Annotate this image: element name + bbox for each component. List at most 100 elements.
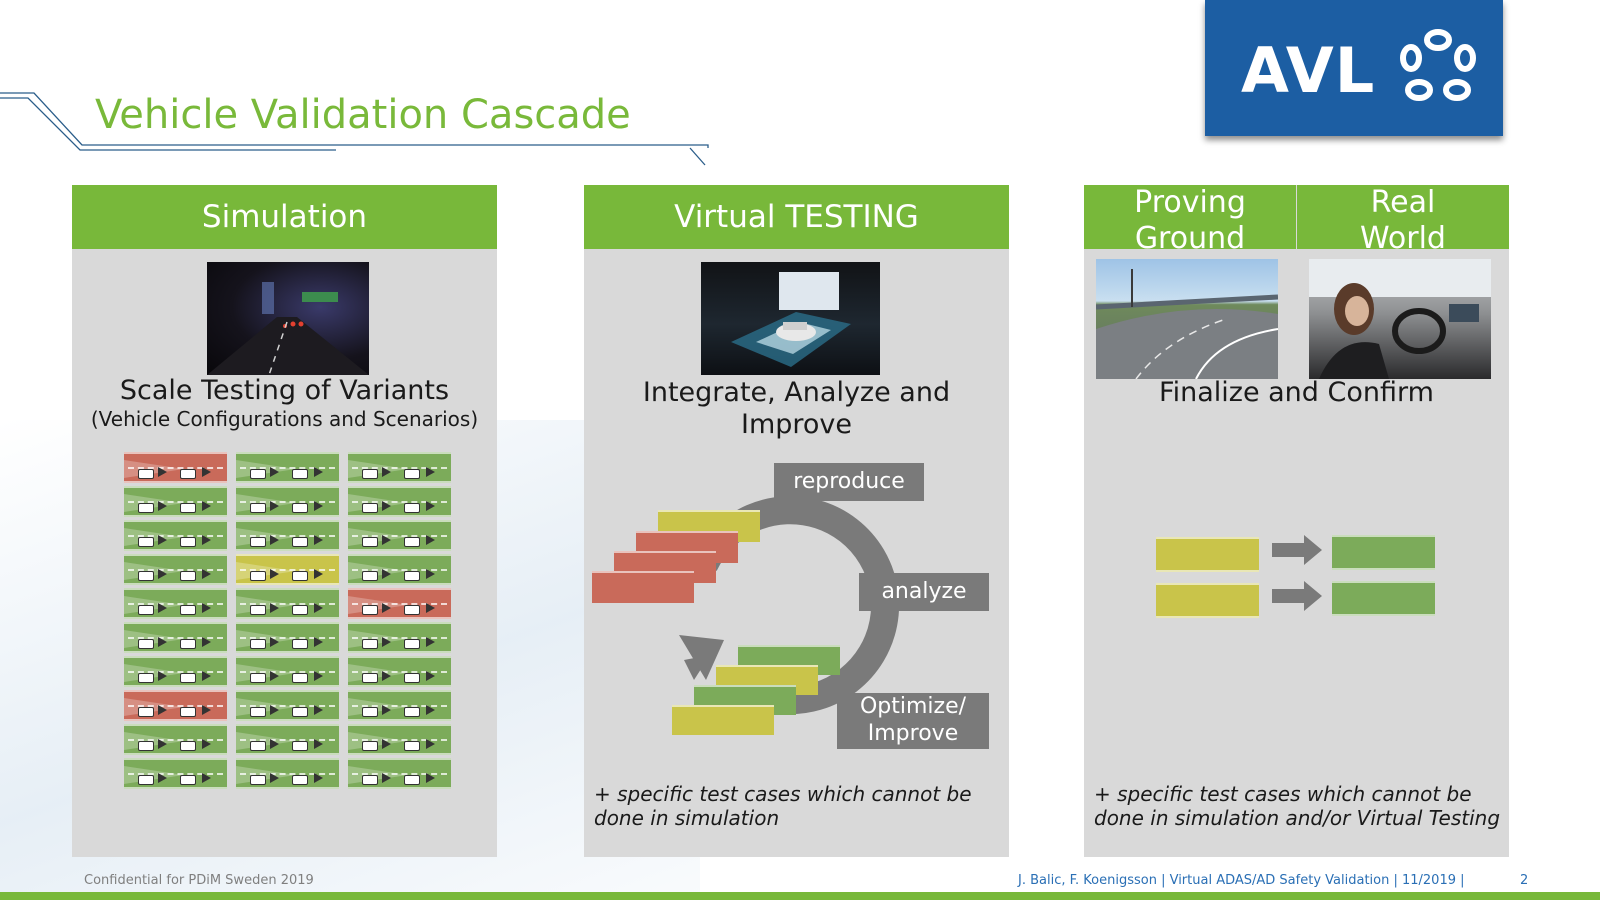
car-icon (180, 503, 196, 513)
scenario-tile-green (236, 622, 339, 653)
scenario-tile-green (348, 690, 451, 721)
tile-wedge (124, 460, 184, 478)
arrow-icon (270, 739, 279, 749)
cycle-label-reproduce: reproduce (774, 463, 924, 501)
car-icon (362, 707, 378, 717)
car-icon (250, 775, 266, 785)
car-icon (250, 469, 266, 479)
scenario-tile-green (124, 656, 227, 687)
arrow-icon (158, 637, 167, 647)
arrow-icon (382, 569, 391, 579)
tile-wedge (348, 766, 408, 784)
tile-wedge (124, 664, 184, 682)
arrow-icon (426, 637, 435, 647)
cycle-label-analyze: analyze (859, 573, 989, 611)
car-icon (180, 537, 196, 547)
car-icon (138, 571, 154, 581)
car-icon (180, 775, 196, 785)
car-icon (362, 673, 378, 683)
car-icon (292, 537, 308, 547)
arrow-icon (314, 773, 323, 783)
car-icon (138, 503, 154, 513)
car-icon (138, 605, 154, 615)
scenario-tile-red (124, 452, 227, 483)
tile-wedge (348, 698, 408, 716)
car-icon (138, 469, 154, 479)
tile-wedge (124, 596, 184, 614)
tile-wedge (348, 528, 408, 546)
car-icon (180, 707, 196, 717)
tile-lane (352, 739, 447, 741)
car-icon (292, 605, 308, 615)
car-icon (180, 639, 196, 649)
scenario-tile-green (348, 724, 451, 755)
tile-lane (352, 535, 447, 537)
scenario-tile-green (124, 554, 227, 585)
scenario-tile-green (348, 622, 451, 653)
arrow-icon (270, 671, 279, 681)
scenario-tile-yellow (672, 705, 774, 735)
car-icon (250, 503, 266, 513)
footer-bar (0, 892, 1600, 900)
arrow-icon (426, 705, 435, 715)
car-icon (292, 469, 308, 479)
tile-wedge (348, 494, 408, 512)
tile-wedge (236, 664, 296, 682)
tile-lane (352, 705, 447, 707)
tile-lane (128, 535, 223, 537)
car-icon (250, 537, 266, 547)
virtual-note-line1: + specific test cases which cannot be (594, 782, 972, 806)
tile-lane (128, 637, 223, 639)
virtual-heading-line2: Improve (740, 409, 853, 440)
tile-wedge (236, 528, 296, 546)
tile-wedge (236, 460, 296, 478)
arrow-icon (158, 535, 167, 545)
scenario-tile-green (236, 520, 339, 551)
arrow-icon (382, 603, 391, 613)
arrow-icon (382, 637, 391, 647)
arrow-icon (426, 773, 435, 783)
tile-wedge (236, 630, 296, 648)
car-icon (404, 741, 420, 751)
scenario-tile-green (124, 588, 227, 619)
arrow-icon (314, 467, 323, 477)
tile-wedge (236, 732, 296, 750)
scenario-variant-grid (124, 452, 451, 789)
arrow-icon (202, 705, 211, 715)
tile-wedge (124, 766, 184, 784)
arrow-icon (382, 739, 391, 749)
arrow-icon (382, 467, 391, 477)
arrow-icon (158, 467, 167, 477)
scenario-tile-green (1332, 581, 1435, 616)
footer-author-info: J. Balic, F. Koenigsson | Virtual ADAS/A… (1018, 873, 1465, 888)
arrow-icon (158, 671, 167, 681)
scenario-tile-green (124, 724, 227, 755)
tile-wedge (348, 562, 408, 580)
logo-mark-icon (1400, 29, 1476, 101)
scenario-tile-green (236, 588, 339, 619)
car-icon (250, 707, 266, 717)
arrow-icon (426, 467, 435, 477)
footer-confidential: Confidential for PDiM Sweden 2019 (84, 873, 314, 888)
virtual-heading-line1: Integrate, Analyze and (642, 377, 951, 408)
tile-lane (240, 603, 335, 605)
scenario-tile-green (348, 656, 451, 687)
tile-lane (352, 671, 447, 673)
tile-wedge (348, 596, 408, 614)
arrow-icon (426, 501, 435, 511)
tile-wedge (124, 732, 184, 750)
arrow-icon (270, 637, 279, 647)
car-icon (292, 707, 308, 717)
scenario-tile-green (348, 452, 451, 483)
virtual-testing-lab-image (701, 262, 880, 375)
car-icon (404, 537, 420, 547)
scenario-tile-red (124, 690, 227, 721)
scenario-tile-green (348, 554, 451, 585)
cycle-label-optimize-line1: Optimize/ (859, 694, 967, 719)
arrow-icon (382, 671, 391, 681)
arrow-icon (270, 705, 279, 715)
tile-lane (128, 671, 223, 673)
tile-lane (240, 501, 335, 503)
scenario-tile-green (124, 486, 227, 517)
car-icon (180, 605, 196, 615)
